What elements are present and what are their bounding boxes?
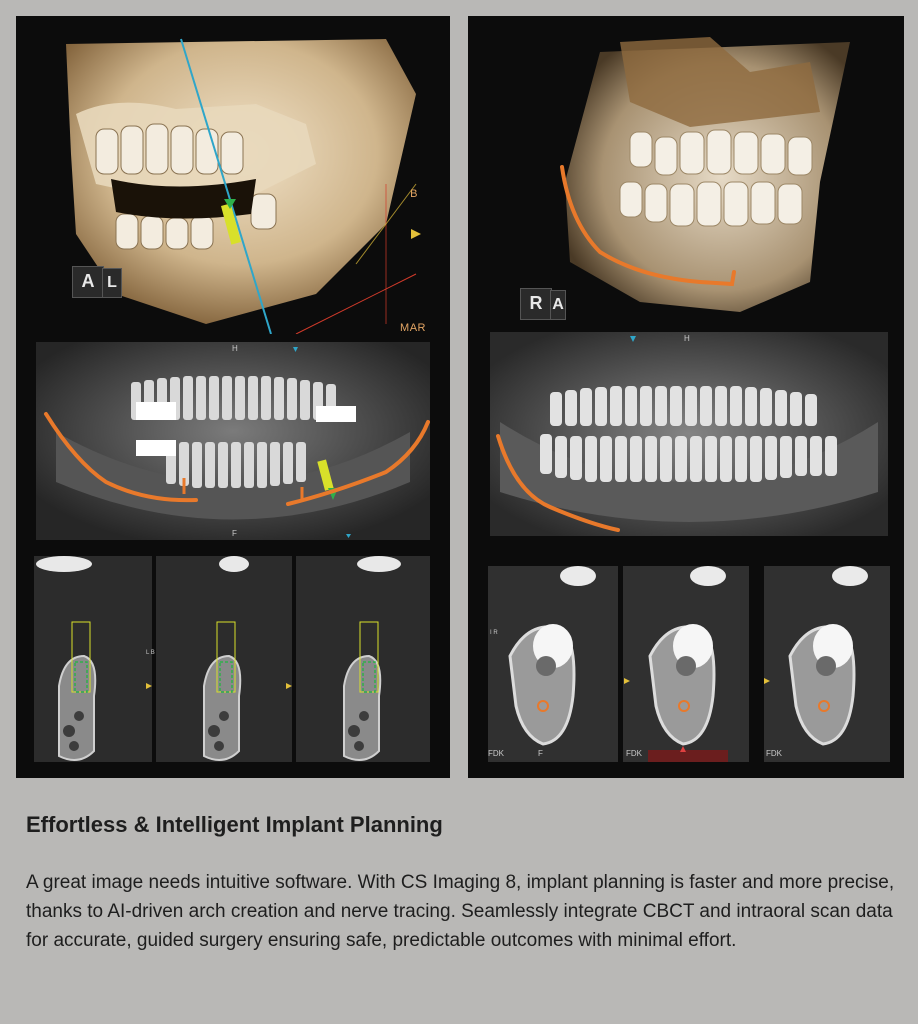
slice-label-3: FDK [766, 749, 782, 758]
left-3d-jaw-render [66, 38, 421, 334]
left-panoramic-view[interactable]: H F [36, 342, 430, 540]
right-cross-sections[interactable]: I R FDK FDK FDK F [488, 566, 890, 762]
right-panoramic-top-label: H [684, 334, 690, 343]
right-imaging-panel: R A [468, 16, 904, 778]
left-imaging-panel: B MAR A L [16, 16, 450, 778]
mar-label: MAR [400, 322, 426, 334]
right-orientation-cube-side[interactable]: A [550, 290, 566, 320]
right-cross-section-side-label: I R [490, 630, 498, 636]
body-paragraph: A great image needs intuitive software. … [26, 872, 895, 951]
left-panoramic-xray [36, 342, 430, 540]
right-3d-render-view[interactable] [490, 32, 882, 328]
cross-section-side-label: L B [146, 650, 155, 656]
right-orientation-cube-front[interactable]: R [520, 288, 552, 320]
page-heading: Effortless & Intelligent Implant Plannin… [26, 812, 443, 837]
axis-label-b: B [410, 188, 418, 200]
panoramic-top-label: H [232, 344, 238, 353]
orientation-cube-side[interactable]: L [102, 268, 122, 298]
cross-section-bottom-label: F [538, 749, 543, 758]
right-3d-jaw-render [560, 37, 850, 312]
left-cross-sections[interactable]: L B [34, 556, 430, 762]
right-panoramic-xray [490, 332, 888, 536]
slice-label-1: FDK [488, 749, 504, 758]
left-3d-render-view[interactable]: B MAR [56, 34, 436, 334]
right-cross-section-slices [488, 566, 890, 762]
panoramic-bottom-label: F [232, 529, 237, 538]
orientation-cube-front[interactable]: A [72, 266, 104, 298]
left-cross-section-slices [34, 556, 430, 762]
right-panoramic-view[interactable]: H [490, 332, 888, 536]
slice-label-2: FDK [626, 749, 642, 758]
